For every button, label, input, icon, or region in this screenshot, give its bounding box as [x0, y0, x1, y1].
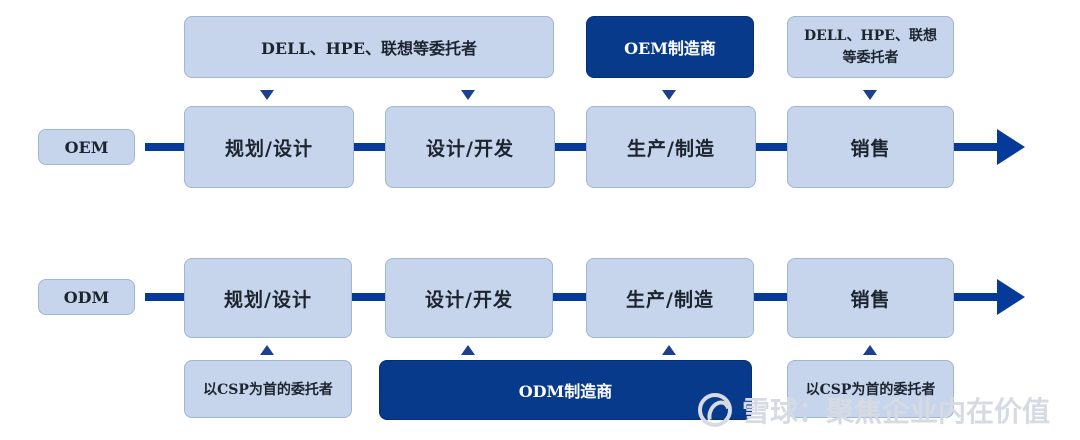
odm-label: ODM — [38, 279, 135, 315]
oem-manufacturer-box: OEM制造商 — [586, 16, 754, 78]
oem-arrowhead — [997, 129, 1025, 165]
odm-arrowhead — [997, 279, 1025, 315]
oem-flow-bar — [145, 143, 1011, 151]
odm-stage-planning: 规划/设计 — [184, 258, 352, 338]
odm-stage-manufacturing: 生产/制造 — [586, 258, 754, 338]
oem-arrow-to-manufacturing — [662, 90, 676, 100]
odm-arrow-from-sales-note — [863, 345, 877, 355]
xueqiu-watermark: 雪球：聚焦企业内在价值 — [697, 390, 1050, 430]
oem-stage-sales: 销售 — [787, 106, 954, 188]
oem-stage-planning: 规划/设计 — [184, 106, 354, 188]
xueqiu-logo-icon — [697, 393, 732, 427]
watermark-text: 雪球：聚焦企业内在价值 — [741, 395, 1050, 428]
odm-stage-development: 设计/开发 — [385, 258, 553, 338]
oem-arrow-to-sales — [863, 90, 877, 100]
oem-arrow-to-planning — [260, 90, 274, 100]
oem-sales-note-line2: 等委托者 — [842, 50, 899, 66]
odm-manufacturer-box: ODM制造商 — [379, 360, 752, 420]
odm-bottom-note-planning: 以CSP为首的委托者 — [184, 360, 352, 418]
odm-arrow-from-manufacturer-left — [461, 345, 475, 355]
odm-arrow-from-planning-note — [260, 345, 274, 355]
oem-arrow-to-development — [461, 90, 475, 100]
odm-bottom-note-sales: 以CSP为首的委托者 — [787, 360, 954, 418]
oem-sales-note-line1: DELL、HPE、联想 — [804, 28, 937, 44]
oem-stage-manufacturing: 生产/制造 — [586, 106, 756, 188]
oem-top-note-design: DELL、HPE、联想等委托者 — [184, 16, 554, 78]
oem-stage-development: 设计/开发 — [385, 106, 555, 188]
odm-flow-bar — [145, 293, 1011, 301]
odm-arrow-from-manufacturer-right — [662, 345, 676, 355]
oem-label: OEM — [38, 129, 135, 165]
odm-stage-sales: 销售 — [787, 258, 954, 338]
oem-top-note-sales: DELL、HPE、联想 等委托者 — [787, 16, 954, 78]
